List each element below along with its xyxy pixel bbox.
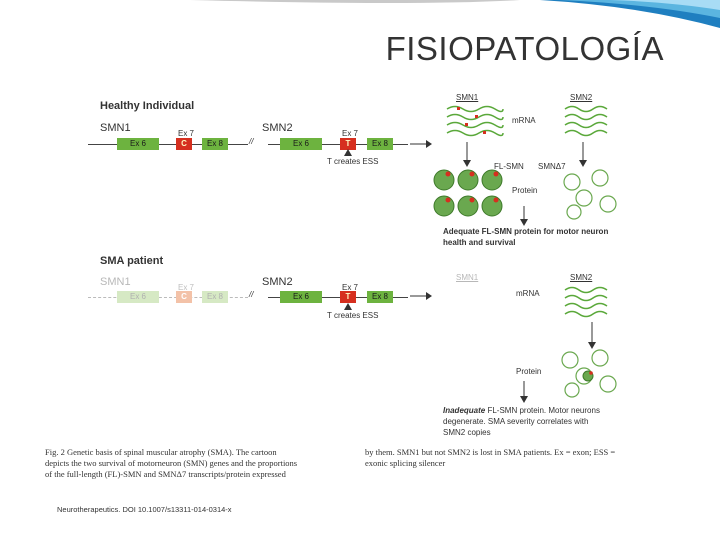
caption-right-line2: exonic splicing silencer xyxy=(365,458,446,468)
healthy-smn1-ex8: Ex 8 xyxy=(202,138,228,150)
caption-left-line2: depicts the two survival of motorneuron … xyxy=(45,458,298,468)
healthy-smn2-mrna-strands xyxy=(564,105,608,137)
patient-smn2-mrna-strands xyxy=(564,286,608,318)
patient-down-arrow xyxy=(588,322,596,349)
patient-smn1-line xyxy=(88,297,248,298)
healthy-smn2-ex8: Ex 8 xyxy=(367,138,393,150)
caption-left-line1: Fig. 2 Genetic basis of spinal muscular … xyxy=(45,447,277,457)
healthy-heading: Healthy Individual xyxy=(100,100,195,112)
healthy-smnd7-protein-cluster xyxy=(563,169,617,220)
patient-right-smn1: SMN1 xyxy=(456,273,479,282)
healthy-ex7-label-smn2: Ex 7 xyxy=(342,129,359,138)
patient-outcome-line2: degenerate. SMA severity correlates with xyxy=(443,417,589,426)
patient-smn2-ex8: Ex 8 xyxy=(367,291,393,303)
healthy-fl-smn-protein-cluster xyxy=(433,169,503,217)
patient-outcome-emphasis: Inadequate xyxy=(443,406,486,415)
patient-ess-arrow xyxy=(344,303,352,310)
healthy-fl-smn-label: FL-SMN xyxy=(494,162,524,171)
healthy-smn1-label: SMN1 xyxy=(100,122,131,134)
gene-break-symbol: // xyxy=(249,137,254,146)
patient-protein-cluster xyxy=(561,349,617,398)
citation-footer: Neurotherapeutics. DOI 10.1007/s13311-01… xyxy=(57,505,232,514)
healthy-smn2-ex6: Ex 6 xyxy=(280,138,322,150)
healthy-smn1-mrna-strands xyxy=(446,105,504,137)
healthy-ess-arrow xyxy=(344,149,352,156)
healthy-outcome-line1: Adequate FL-SMN protein for motor neuron xyxy=(443,227,609,236)
healthy-smnd7-label: SMNΔ7 xyxy=(538,162,566,171)
patient-mrna-label: mRNA xyxy=(516,289,540,298)
patient-smn1-ex6: Ex 6 xyxy=(117,291,159,303)
healthy-right-smn2: SMN2 xyxy=(570,93,593,102)
figure-caption-left: Fig. 2 Genetic basis of spinal muscular … xyxy=(45,447,350,480)
patient-outcome-line1: Inadequate FL-SMN protein. Motor neurons xyxy=(443,406,600,415)
healthy-smn2-label: SMN2 xyxy=(262,122,293,134)
patient-outcome-line3: SMN2 copies xyxy=(443,428,491,437)
gene-break-symbol-patient: // xyxy=(249,290,254,299)
healthy-smn1-line xyxy=(88,144,248,145)
healthy-right-smn1: SMN1 xyxy=(456,93,479,102)
caption-left-line3: of the full-length (FL)-SMN and SMNΔ7 tr… xyxy=(45,469,286,479)
patient-smn1-ex8: Ex 8 xyxy=(202,291,228,303)
patient-arrow-right-icon xyxy=(410,292,432,300)
patient-right-smn2: SMN2 xyxy=(570,273,593,282)
healthy-outcome-arrow xyxy=(520,206,528,226)
slide-title: FISIOPATOLOGÍA xyxy=(385,30,664,67)
healthy-smn2-ex7: T xyxy=(340,138,356,150)
healthy-smn2-line xyxy=(268,144,408,145)
patient-ess-note: T creates ESS xyxy=(327,311,379,320)
caption-right-line1: by them. SMN1 but not SMN2 is lost in SM… xyxy=(365,447,616,457)
healthy-ess-note: T creates ESS xyxy=(327,157,379,166)
healthy-smn1-ex7: C xyxy=(176,138,192,150)
patient-smn1-label: SMN1 xyxy=(100,276,131,288)
patient-smn2-line xyxy=(268,297,408,298)
patient-smn2-label: SMN2 xyxy=(262,276,293,288)
patient-smn2-ex6: Ex 6 xyxy=(280,291,322,303)
healthy-mrna-label: mRNA xyxy=(512,116,536,125)
healthy-outcome-line2: health and survival xyxy=(443,238,516,247)
healthy-smn1-ex6: Ex 6 xyxy=(117,138,159,150)
patient-heading: SMA patient xyxy=(100,255,164,267)
healthy-protein-label: Protein xyxy=(512,186,538,195)
healthy-down-arrows xyxy=(463,142,587,167)
healthy-ex7-label-smn1: Ex 7 xyxy=(178,129,195,138)
healthy-arrow-right-icon xyxy=(410,140,432,148)
patient-smn1-ex7: C xyxy=(176,291,192,303)
patient-outcome-rest: FL-SMN protein. Motor neurons xyxy=(485,406,600,415)
patient-outcome-arrow xyxy=(520,381,528,403)
patient-smn2-ex7: T xyxy=(340,291,356,303)
figure-caption-right: by them. SMN1 but not SMN2 is lost in SM… xyxy=(365,447,670,469)
patient-ex7-label-smn2: Ex 7 xyxy=(342,283,359,292)
patient-protein-label: Protein xyxy=(516,367,542,376)
top-banner-decoration xyxy=(190,0,720,28)
patient-ex7-label-smn1: Ex 7 xyxy=(178,283,195,292)
